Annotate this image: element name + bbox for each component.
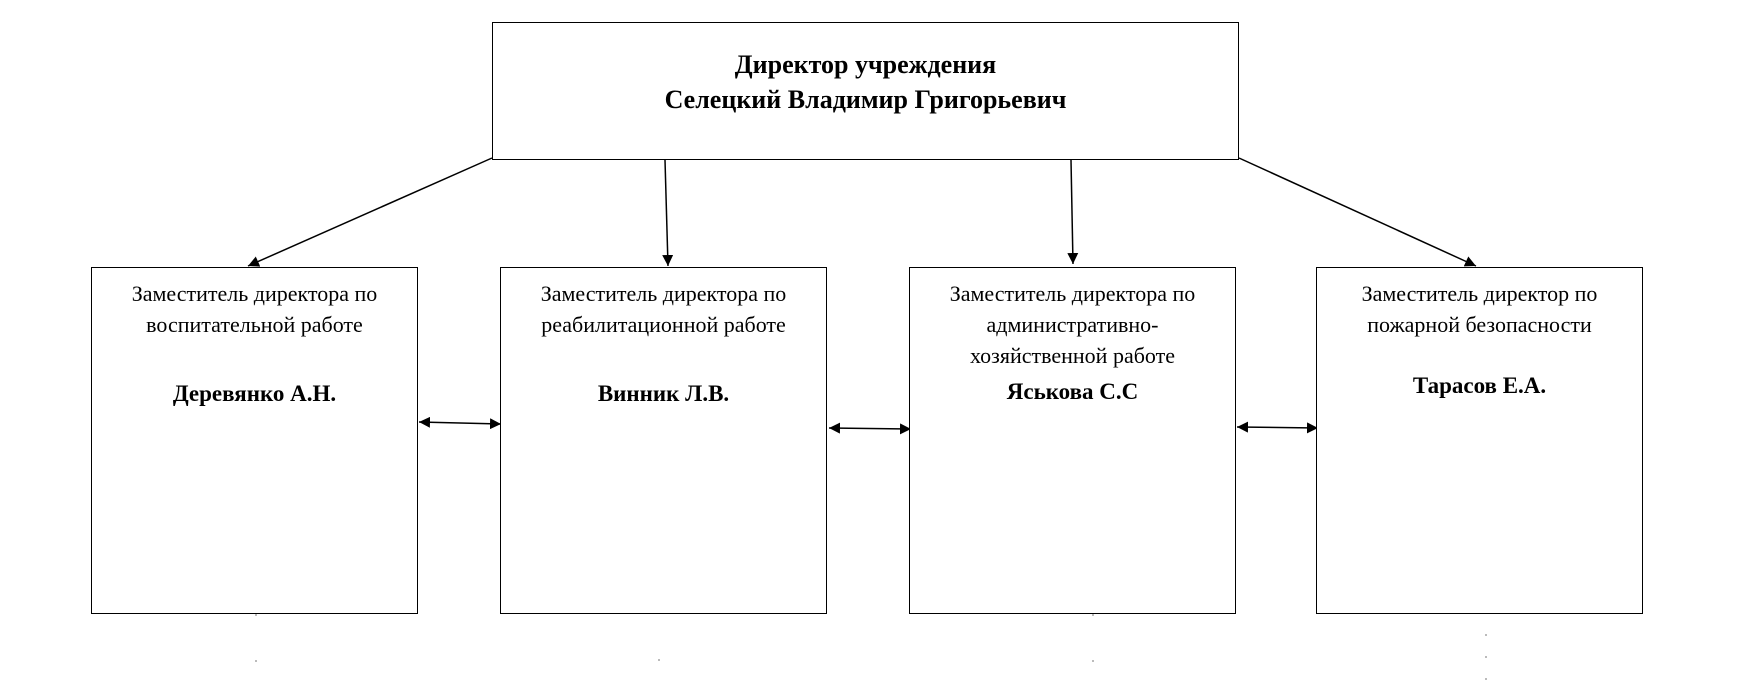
director-title: Директор учреждения [734,50,997,79]
deputy-role-line: Заместитель директора по [949,281,1196,306]
deputy-role-line: хозяйственной работе [969,343,1175,368]
deputy-name: Деревянко А.Н. [172,381,337,406]
director-name: Селецкий Владимир Григорьевич [664,85,1067,114]
deputy-role-line: административно- [986,312,1159,337]
link-deputy-3-deputy-4 [1236,421,1319,434]
arrow-director-to-deputy-4 [1238,157,1477,267]
arrow-director-to-deputy-1 [247,157,493,267]
deputy-box-rehabilitation: Заместитель директора по реабилитационно… [500,267,827,614]
deputy-box-fire-safety: Заместитель директор по пожарной безопас… [1316,267,1643,614]
deputy-name: Тарасов Е.А. [1412,373,1547,398]
deputy-role-line: Заместитель директора по [131,281,378,306]
deputy-box-education: Заместитель директора по воспитательной … [91,267,418,614]
deputy-role-line: реабилитационной работе [541,312,786,337]
arrow-director-to-deputy-3 [1067,159,1079,265]
deputy-role-line: пожарной безопасности [1367,312,1592,337]
deputy-role-line: Заместитель директор по [1361,281,1598,306]
arrow-director-to-deputy-2 [662,159,674,267]
deputy-box-administrative: Заместитель директора по административно… [909,267,1236,614]
deputy-role-line: Заместитель директора по [540,281,787,306]
deputy-name: Яськова С.С [1006,379,1139,404]
director-box: Директор учреждения Селецкий Владимир Гр… [492,22,1239,160]
deputy-name: Винник Л.В. [597,381,730,406]
link-deputy-2-deputy-3 [828,422,912,435]
link-deputy-1-deputy-2 [418,416,502,430]
deputy-role-line: воспитательной работе [146,312,363,337]
